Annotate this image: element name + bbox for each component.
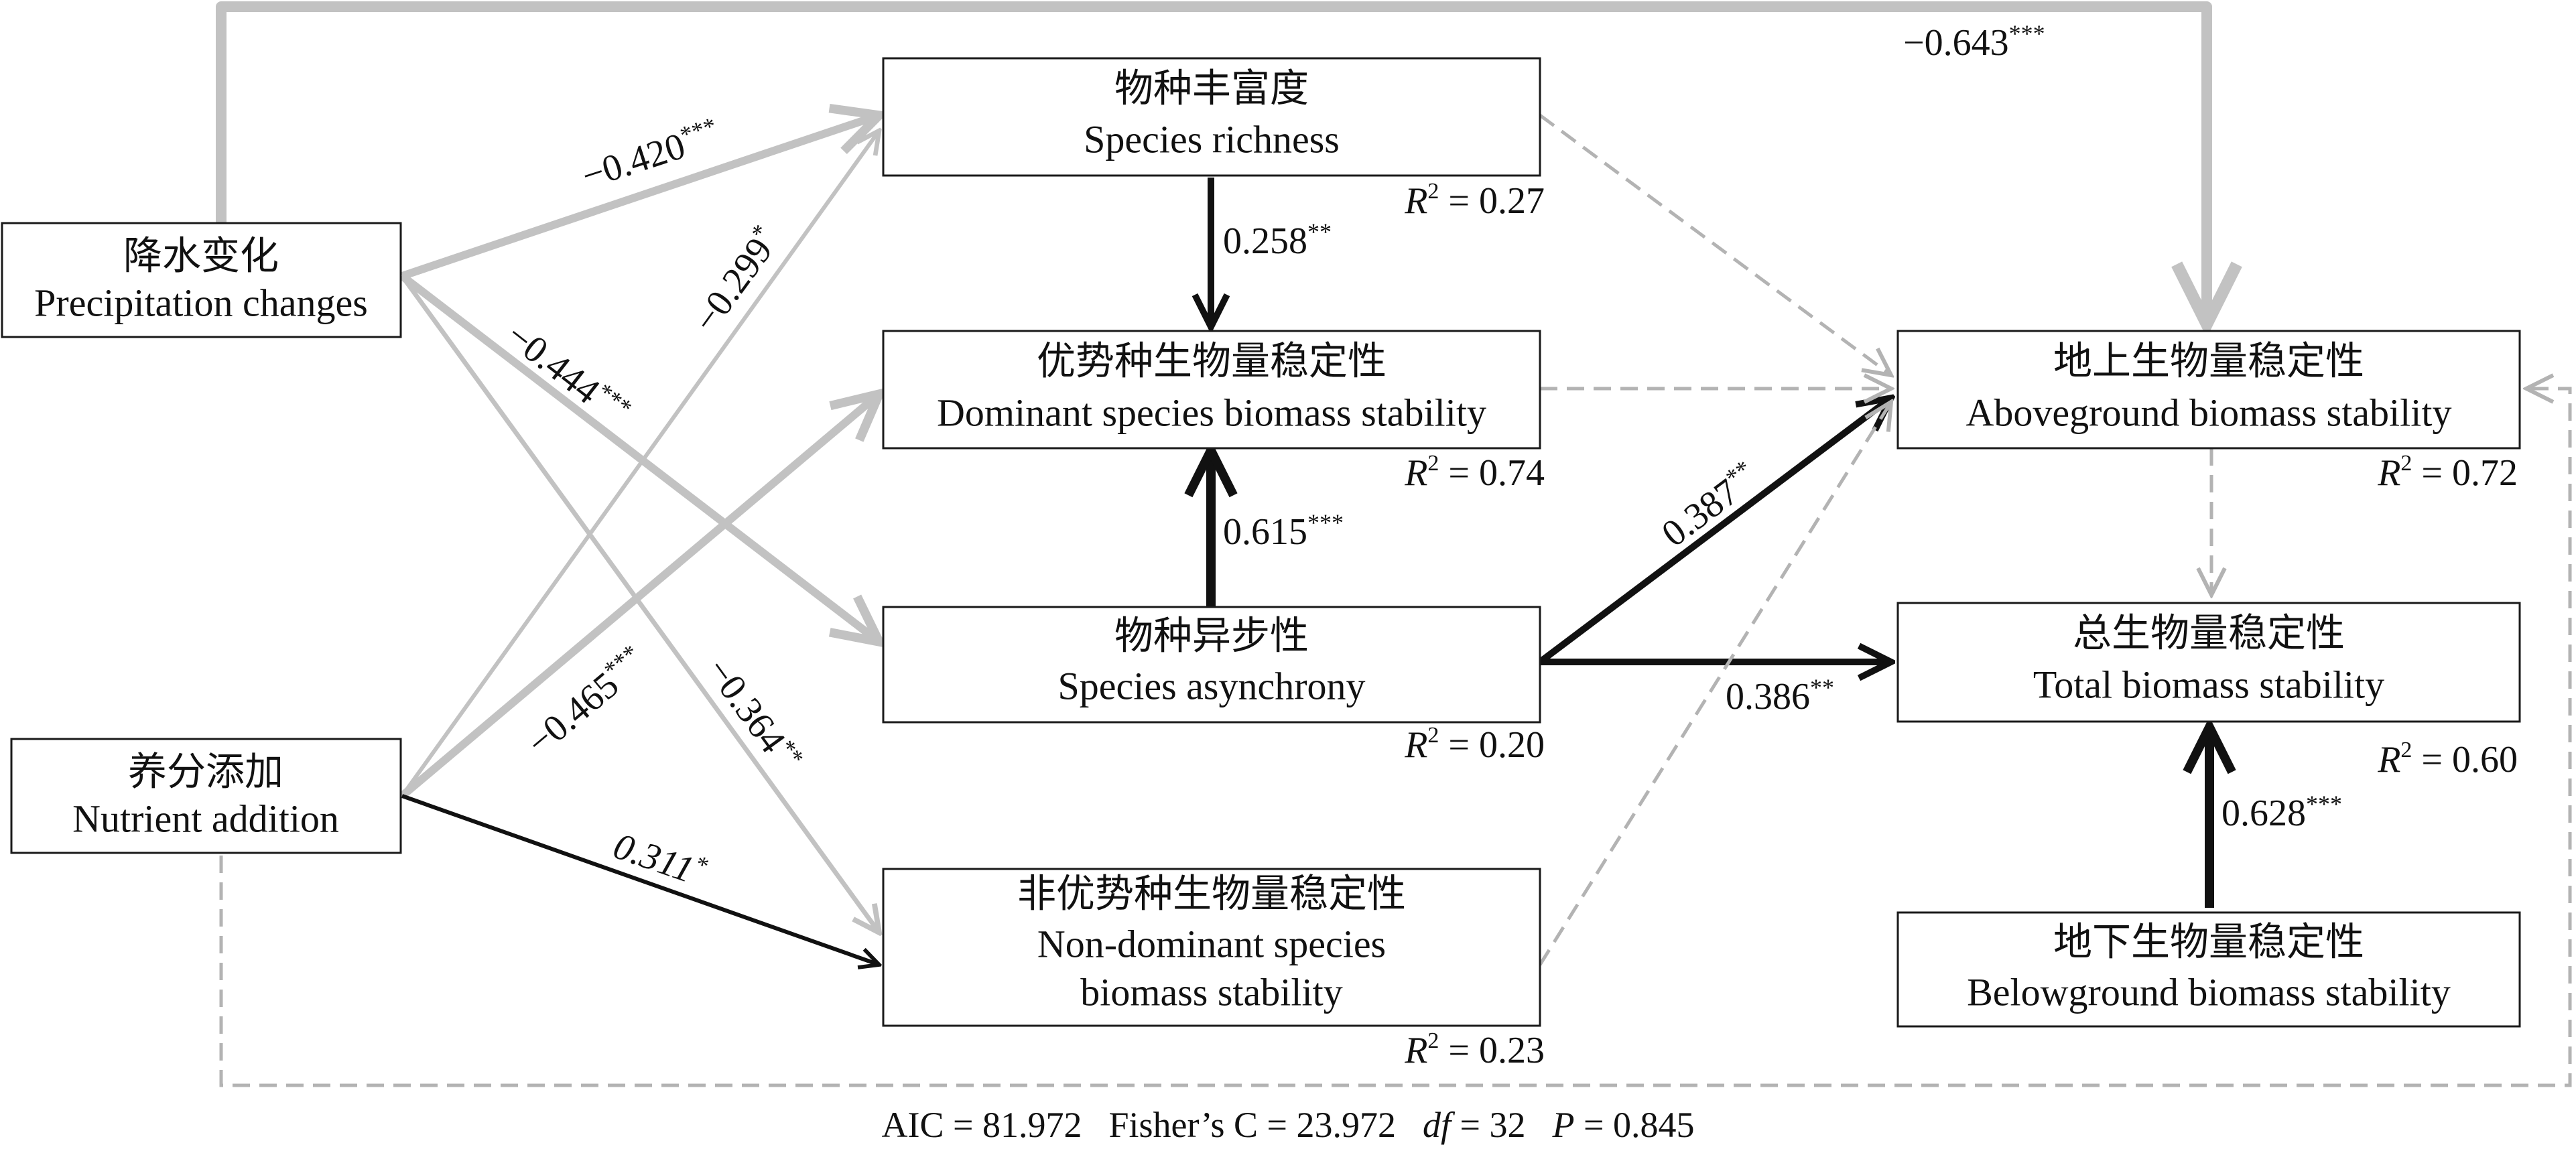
node-label-zh: 物种丰富度 — [1114, 66, 1309, 110]
node-label-en: Aboveground biomass stability — [1966, 391, 2452, 434]
node-nutrient-addition: 养分添加 Nutrient addition — [10, 738, 402, 854]
node-non-dominant-species-biomass-stability: 非优势种生物量稳定性 Non-dominant species biomass … — [882, 868, 1541, 1027]
path-precip-richness — [401, 115, 879, 280]
node-species-richness: 物种丰富度 Species richness — [882, 57, 1541, 177]
path-nutrient-nondominant — [401, 794, 879, 965]
node-label-en-line2: biomass stability — [1080, 970, 1343, 1014]
node-label-zh: 优势种生物量稳定性 — [1037, 339, 1387, 383]
node-label-zh: 物种异步性 — [1114, 614, 1309, 657]
coef-nutrient-nondominant: 0.311* — [608, 823, 711, 895]
node-label-en: Dominant species biomass stability — [937, 391, 1486, 434]
node-label-en: Species asynchrony — [1057, 664, 1365, 707]
node-belowground-biomass-stability: 地下生物量稳定性 Belowground biomass stability — [1896, 911, 2521, 1028]
path-asynchrony-aboveground — [1537, 398, 1891, 665]
node-label-en: Belowground biomass stability — [1967, 970, 2451, 1014]
node-label-zh: 地下生物量稳定性 — [2053, 920, 2364, 963]
node-species-asynchrony: 物种异步性 Species asynchrony — [882, 606, 1541, 724]
r2-dominant-species-biomass-stability: R2 = 0.74 — [1404, 451, 1545, 494]
path-precip-asynchrony — [399, 273, 879, 642]
path-richness-aboveground — [1539, 113, 1891, 375]
path-precip-nondominant — [400, 274, 879, 933]
coef-nutrient-dominant: −0.465*** — [518, 639, 655, 764]
coef-richness-dominant: 0.258** — [1223, 218, 1332, 262]
node-label-en: Precipitation changes — [34, 281, 368, 324]
coef-asynchrony-total: 0.386** — [1726, 674, 1834, 718]
coef-precip-asynchrony: −0.444*** — [499, 313, 637, 434]
coef-precip-richness: −0.420*** — [576, 112, 724, 197]
path-nondominant-aboveground — [1538, 402, 1891, 966]
coef-belowground-total: 0.628*** — [2221, 791, 2342, 834]
r2-total-biomass-stability: R2 = 0.60 — [2377, 738, 2518, 781]
r2-species-asynchrony: R2 = 0.20 — [1404, 723, 1545, 766]
r2-species-richness: R2 = 0.27 — [1404, 179, 1545, 222]
coef-asynchrony-dominant: 0.615*** — [1223, 509, 1344, 553]
node-label-zh: 降水变化 — [123, 234, 279, 277]
path-precip-aboveground — [216, 1, 2207, 324]
node-label-en: Species richness — [1084, 117, 1340, 161]
path-nutrient-aboveground — [219, 389, 2572, 1087]
node-aboveground-biomass-stability: 地上生物量稳定性 Aboveground biomass stability — [1896, 330, 2521, 450]
node-label-zh: 总生物量稳定性 — [2073, 611, 2345, 655]
node-label-zh: 养分添加 — [128, 750, 283, 793]
node-dominant-species-biomass-stability: 优势种生物量稳定性 Dominant species biomass stabi… — [882, 330, 1541, 450]
node-label-en: Total biomass stability — [2033, 663, 2384, 706]
node-total-biomass-stability: 总生物量稳定性 Total biomass stability — [1896, 602, 2521, 723]
r2-aboveground-biomass-stability: R2 = 0.72 — [2377, 451, 2518, 494]
node-label-en: Nutrient addition — [72, 797, 339, 840]
path-nutrient-dominant — [399, 394, 879, 799]
r2-non-dominant-species-biomass-stability: R2 = 0.23 — [1404, 1028, 1545, 1071]
node-label-zh: 非优势种生物量稳定性 — [1017, 872, 1406, 915]
node-precipitation-changes: 降水变化 Precipitation changes — [1, 222, 402, 338]
node-label-en-line1: Non-dominant species — [1037, 922, 1386, 965]
coef-precip-aboveground: −0.643*** — [1903, 20, 2045, 64]
node-label-zh: 地上生物量稳定性 — [2053, 339, 2364, 383]
